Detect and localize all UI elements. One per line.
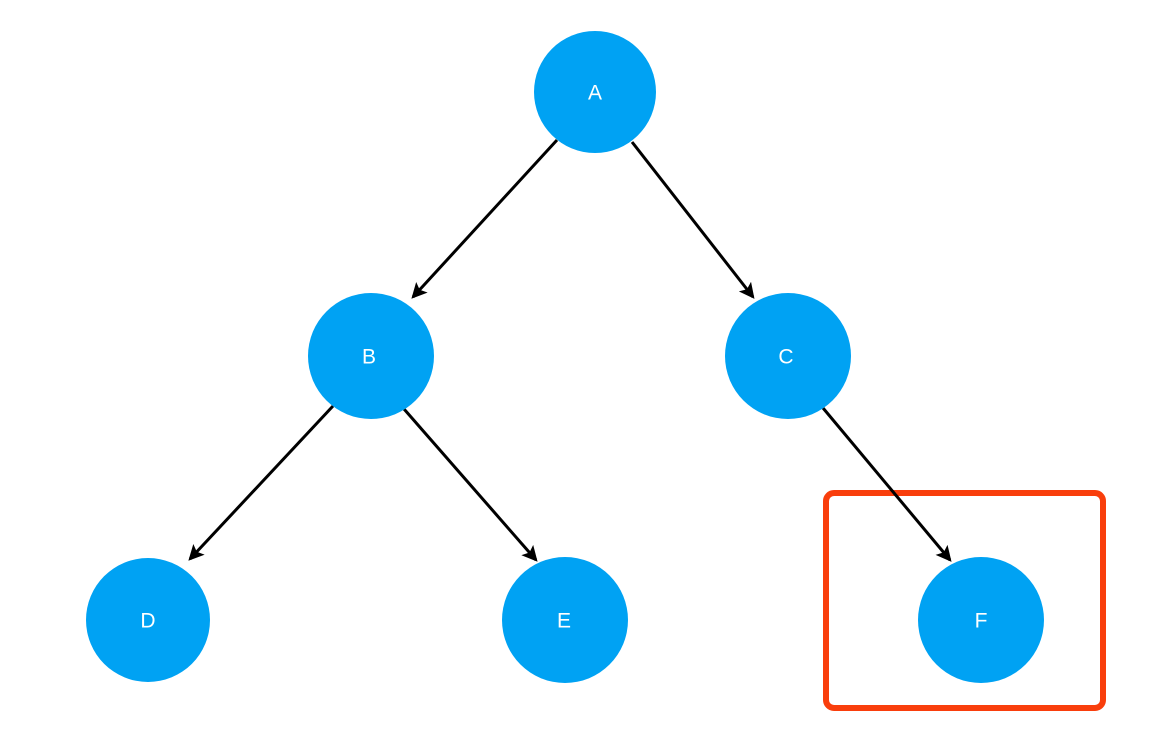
node-d[interactable]: D (86, 558, 210, 682)
edge-group (188, 138, 755, 562)
node-group: A B C D E F (86, 31, 1044, 683)
edge-b-to-e[interactable] (402, 408, 538, 562)
node-c-circle[interactable] (725, 293, 851, 419)
node-f[interactable]: F (918, 557, 1044, 683)
edge-b-to-d[interactable] (188, 404, 335, 561)
node-b[interactable]: B (308, 293, 434, 419)
node-c[interactable]: C (725, 293, 851, 419)
node-e[interactable]: E (502, 557, 628, 683)
edge-a-to-c[interactable] (630, 141, 755, 299)
node-d-circle[interactable] (86, 558, 210, 682)
node-e-circle[interactable] (502, 557, 628, 683)
edge-a-to-b[interactable] (411, 138, 559, 299)
node-a-circle[interactable] (534, 31, 656, 153)
highlight-box-node-f[interactable] (823, 490, 1106, 711)
node-a[interactable]: A (534, 31, 656, 153)
node-b-circle[interactable] (308, 293, 434, 419)
node-f-circle[interactable] (918, 557, 1044, 683)
edge-c-to-f[interactable] (821, 407, 952, 562)
